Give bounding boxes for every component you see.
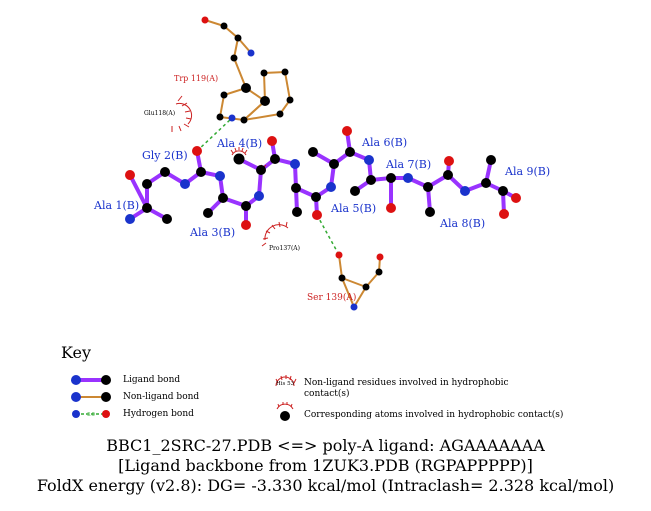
key-hydrogen-bond-symbol: 3.0	[72, 410, 110, 418]
label-glu118: Glu118(A)	[144, 110, 175, 117]
oxygen-atoms	[125, 16, 521, 261]
label-ser139: Ser 139(A)	[307, 292, 356, 303]
pro137-hydrophobic-arc	[261, 221, 289, 247]
nitrogen-atoms	[125, 49, 470, 311]
key-nonligand-residues-label-line1: Non-ligand residues involved in hydropho…	[304, 378, 509, 388]
key-ligand-bond-label: Ligand bond	[123, 375, 181, 385]
caption-line-2: [Ligand backbone from 1ZUK3.PDB (RGPAPPP…	[118, 456, 533, 475]
hbond-gly2-trp	[196, 117, 233, 152]
label-ala7: Ala 7(B)	[385, 158, 431, 171]
label-ala9: Ala 9(B)	[504, 165, 550, 178]
backbone-ala5	[294, 162, 336, 200]
key-ligand-bond-symbol	[71, 375, 111, 385]
label-trp119: Trp 119(A)	[174, 74, 218, 83]
key-nonligand-residues-label-line2: contact(s)	[304, 389, 350, 399]
label-ala6: Ala 6(B)	[361, 136, 407, 149]
key-corresponding-atoms-label: Corresponding atoms involved in hydropho…	[304, 410, 564, 420]
hydrogen-bonds	[196, 117, 340, 256]
label-pro137: Pro137(A)	[269, 245, 300, 252]
key-symbols: 3.0 His 53	[71, 375, 297, 421]
label-ala5: Ala 5(B)	[330, 202, 376, 215]
caption-line-1: BBC1_2SRC-27.PDB <=> poly-A ligand: AGAA…	[106, 436, 545, 455]
backbone-ala3	[199, 170, 261, 209]
key-residue-example: His 53	[276, 381, 295, 387]
backbone-gly2	[145, 169, 203, 210]
caption-line-3: FoldX energy (v2.8): DG= -3.330 kcal/mol…	[36, 476, 615, 495]
key-title: Key	[61, 343, 92, 362]
label-ala1: Ala 1(B)	[93, 199, 139, 212]
label-gly2: Gly 2(B)	[142, 149, 188, 162]
label-ala8: Ala 8(B)	[439, 217, 485, 230]
label-ala3: Ala 3(B)	[189, 226, 235, 239]
key-nonligand-bond-symbol	[71, 392, 111, 402]
key-hydrophobic-residue-symbol	[275, 375, 297, 387]
label-ala4: Ala 4(B)	[216, 137, 262, 150]
trp-pyrrole-ring	[218, 86, 267, 122]
hbond-ala5-ser	[316, 214, 340, 256]
ligand-bonds	[128, 129, 518, 227]
trp-sidechain-bond	[204, 19, 252, 54]
key-nonligand-bond-label: Non-ligand bond	[123, 392, 200, 402]
carbon-atoms	[142, 22, 508, 291]
key-hbond-distance: 3.0	[87, 412, 95, 418]
key-hydrogen-bond-label: Hydrogen bond	[123, 409, 194, 419]
ser-bond-b	[341, 256, 381, 289]
key-hydrophobic-atom-symbol	[276, 402, 294, 421]
ser-bond-c	[353, 286, 367, 308]
glu118-hydrophobic-arc	[171, 95, 193, 132]
